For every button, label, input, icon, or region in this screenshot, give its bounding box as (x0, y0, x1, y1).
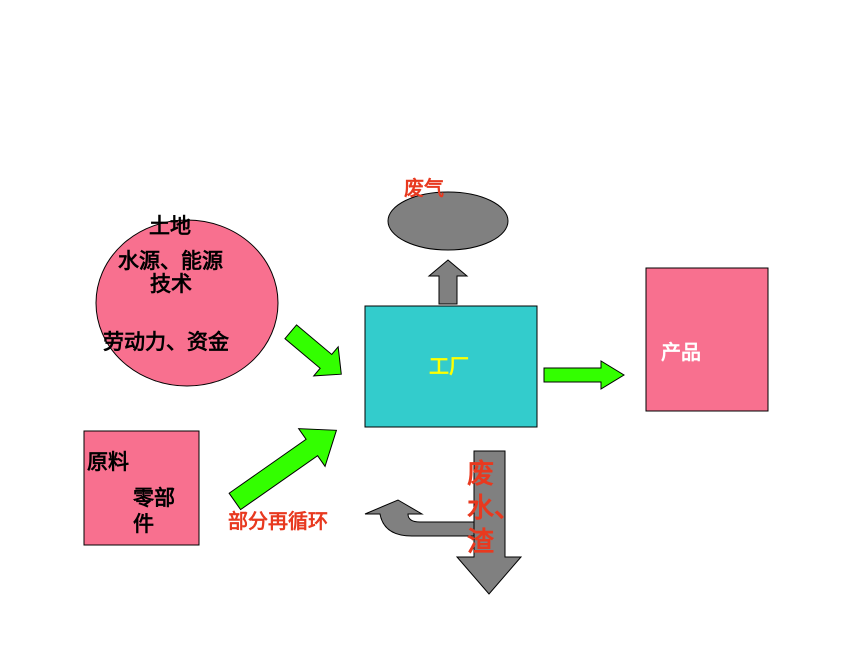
product-label: 产品 (661, 340, 701, 364)
water-energy-label: 水源、能源 (118, 249, 223, 273)
inputs-ellipse (95, 219, 279, 387)
waste-label-line3: 渣 (467, 527, 494, 558)
parts-label-line2: 件 (133, 512, 154, 536)
recycle-uturn-arrow (364, 499, 475, 537)
waste-down-arrow (455, 450, 523, 595)
labor-capital-label: 劳动力、资金 (103, 330, 229, 354)
factory-to-product-arrow (543, 360, 625, 390)
factory-box (364, 305, 538, 428)
raw-materials-box (83, 430, 200, 546)
factory-label: 工厂 (429, 354, 469, 378)
raw-material-label: 原料 (87, 450, 129, 474)
exhaust-gas-ellipse (387, 191, 509, 251)
inputs-to-factory-arrow (284, 324, 342, 377)
exhaust-up-arrow (427, 259, 469, 305)
waste-label-line1: 废 (467, 459, 494, 490)
land-label: 土地 (149, 214, 191, 238)
exhaust-gas-label: 废气 (404, 176, 444, 200)
recycle-label: 部分再循环 (228, 509, 328, 533)
technology-label: 技术 (150, 272, 192, 296)
waste-label-line2: 水、 (467, 493, 521, 524)
parts-label-line1: 零部 (133, 486, 175, 510)
product-box (645, 267, 769, 412)
raw-to-factory-arrow (228, 428, 338, 511)
